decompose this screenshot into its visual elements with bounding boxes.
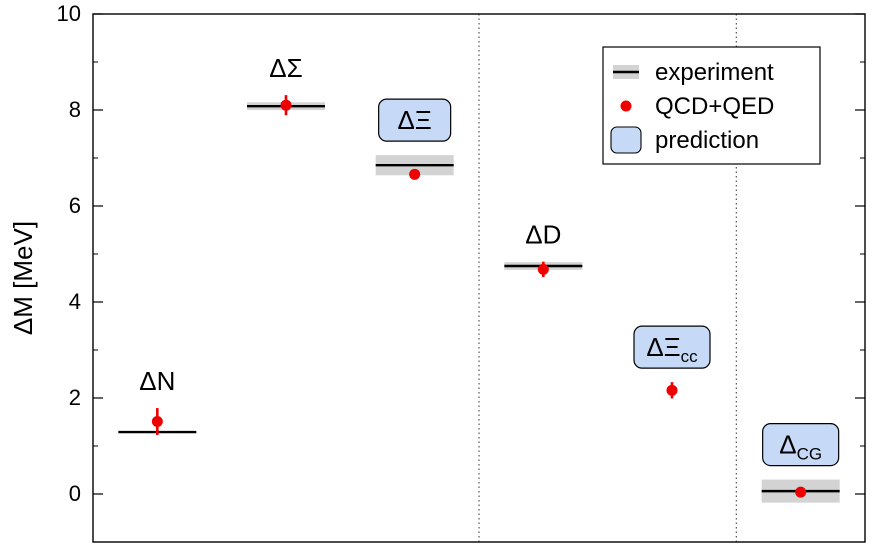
item-label-main: ΔΣ [269,53,302,83]
y-tick-label: 4 [69,289,81,314]
item-label-main: ΔN [139,366,175,396]
item-3: ΔD [504,220,583,278]
legend-label: QCD+QED [655,93,774,120]
y-tick-label: 10 [57,1,81,26]
plot-frame [92,13,866,543]
legend-point [620,100,632,112]
y-tick-label: 2 [69,385,81,410]
item-label: ΔΞcc [646,332,698,366]
prediction-box [633,325,711,369]
data-point [280,99,292,111]
item-4: ΔΞcc [633,325,711,399]
item-label-main: ΔΞ [646,332,680,362]
item-label: ΔΣ [269,53,302,83]
y-axis-label: ΔM [MeV] [8,221,38,335]
legend-label: prediction [655,127,759,154]
y-tick-label: 0 [69,481,81,506]
data-point [666,384,678,396]
item-0: ΔN [118,366,197,435]
y-tick-label: 6 [69,193,81,218]
data-point [151,416,163,428]
data-point [795,486,807,498]
y-axis: 0 2 4 6 8 10 [57,1,866,543]
item-label-main: Δ [779,430,796,460]
prediction-box [378,98,452,142]
item-label: ΔCG [779,430,822,464]
item-label-main: ΔD [525,220,561,250]
item-label-sub: cc [681,347,699,366]
item-1: ΔΣ [247,53,325,116]
item-label-sub: CG [797,445,823,464]
legend-label: experiment [655,59,774,86]
item-2: ΔΞ [375,98,454,180]
prediction-box [762,423,840,467]
item-label: ΔD [525,220,561,250]
item-label: ΔΞ [398,105,432,135]
data-point [537,263,549,275]
y-tick-label: 8 [69,97,81,122]
item-5: ΔCG [761,423,840,503]
data-point [409,168,421,180]
item-label: ΔN [139,366,175,396]
legend-prediction-box [610,126,642,154]
item-label-main: ΔΞ [398,105,432,135]
